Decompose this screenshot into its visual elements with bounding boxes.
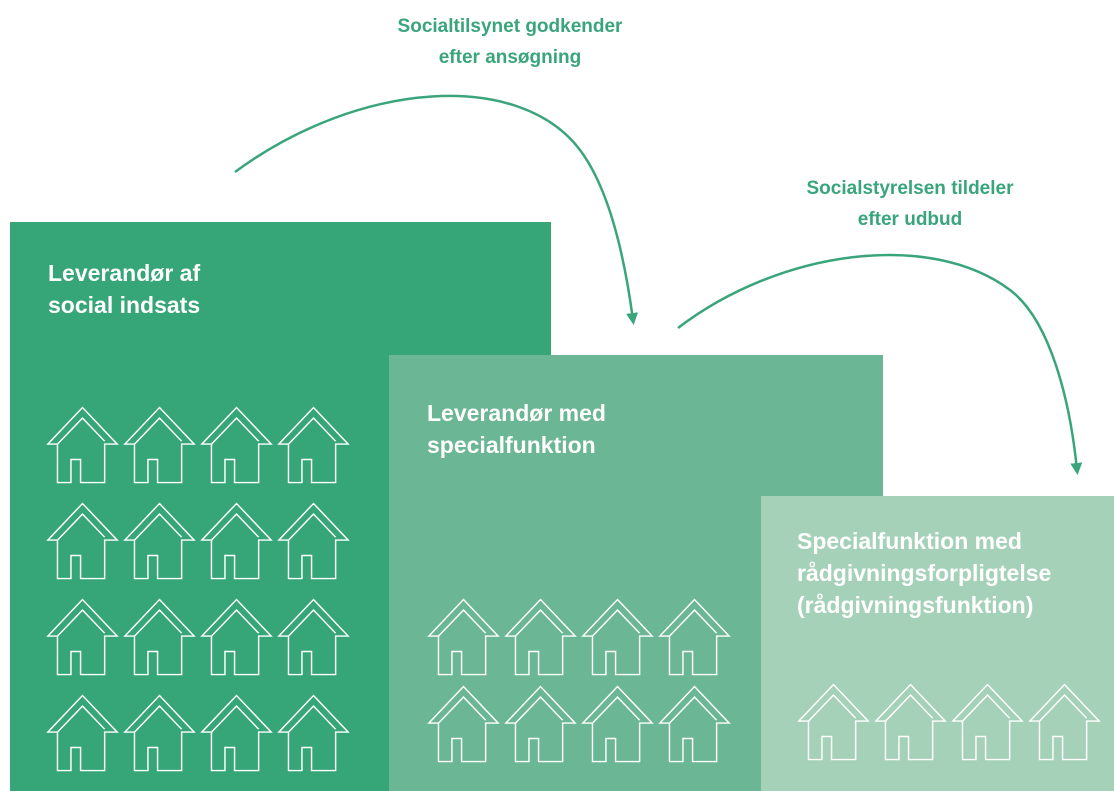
curved-arrow-icon xyxy=(234,94,639,325)
approval-annotation: Socialtilsynet godkender efter ansøgning xyxy=(300,11,720,73)
house-icon xyxy=(658,598,731,676)
house-icon xyxy=(658,685,731,763)
tier-title-line: social indsats xyxy=(48,292,201,318)
house-icon xyxy=(277,502,350,580)
tier-title-line: rådgivningsforpligtelse xyxy=(797,560,1052,586)
annotation-line: efter ansøgning xyxy=(438,47,582,68)
house-icon xyxy=(277,406,350,484)
tier-title-line: specialfunktion xyxy=(427,432,596,458)
annotation-line: Socialstyrelsen tildeler xyxy=(806,178,1014,199)
house-grid xyxy=(425,597,733,771)
house-icon xyxy=(123,406,196,484)
house-icon xyxy=(277,694,350,772)
tier-title: Leverandør med specialfunktion xyxy=(427,397,606,461)
curved-arrow-icon xyxy=(677,253,1083,475)
tier-raadgivningsfunktion: Specialfunktion med rådgivningsforpligte… xyxy=(761,496,1114,791)
house-icon xyxy=(874,683,947,761)
house-icon xyxy=(951,683,1024,761)
house-icon xyxy=(277,598,350,676)
tier-title-line: Specialfunktion med xyxy=(797,528,1022,554)
house-icon xyxy=(123,502,196,580)
house-icon xyxy=(200,694,273,772)
house-icon xyxy=(427,598,500,676)
house-icon xyxy=(797,683,870,761)
annotation-line: Socialtilsynet godkender xyxy=(397,16,623,37)
house-icon xyxy=(427,685,500,763)
house-icon xyxy=(46,598,119,676)
house-icon xyxy=(581,685,654,763)
house-icon xyxy=(200,406,273,484)
house-icon xyxy=(46,406,119,484)
house-icon xyxy=(504,598,577,676)
house-icon xyxy=(581,598,654,676)
house-grid xyxy=(44,405,352,789)
house-icon xyxy=(46,694,119,772)
house-grid xyxy=(795,682,1103,778)
tier-title: Specialfunktion med rådgivningsforpligte… xyxy=(797,525,1051,621)
allocation-annotation: Socialstyrelsen tildeler efter udbud xyxy=(710,173,1110,235)
house-icon xyxy=(123,694,196,772)
house-icon xyxy=(123,598,196,676)
house-icon xyxy=(504,685,577,763)
annotation-line: efter udbud xyxy=(857,209,963,230)
house-icon xyxy=(1028,683,1101,761)
tier-title-line: Leverandør med xyxy=(427,400,606,426)
tier-title-line: Leverandør af xyxy=(48,260,201,286)
tier-title: Leverandør af social indsats xyxy=(48,257,200,321)
house-icon xyxy=(46,502,119,580)
house-icon xyxy=(200,598,273,676)
tier-title-line: (rådgivningsfunktion) xyxy=(797,592,1034,618)
house-icon xyxy=(200,502,273,580)
